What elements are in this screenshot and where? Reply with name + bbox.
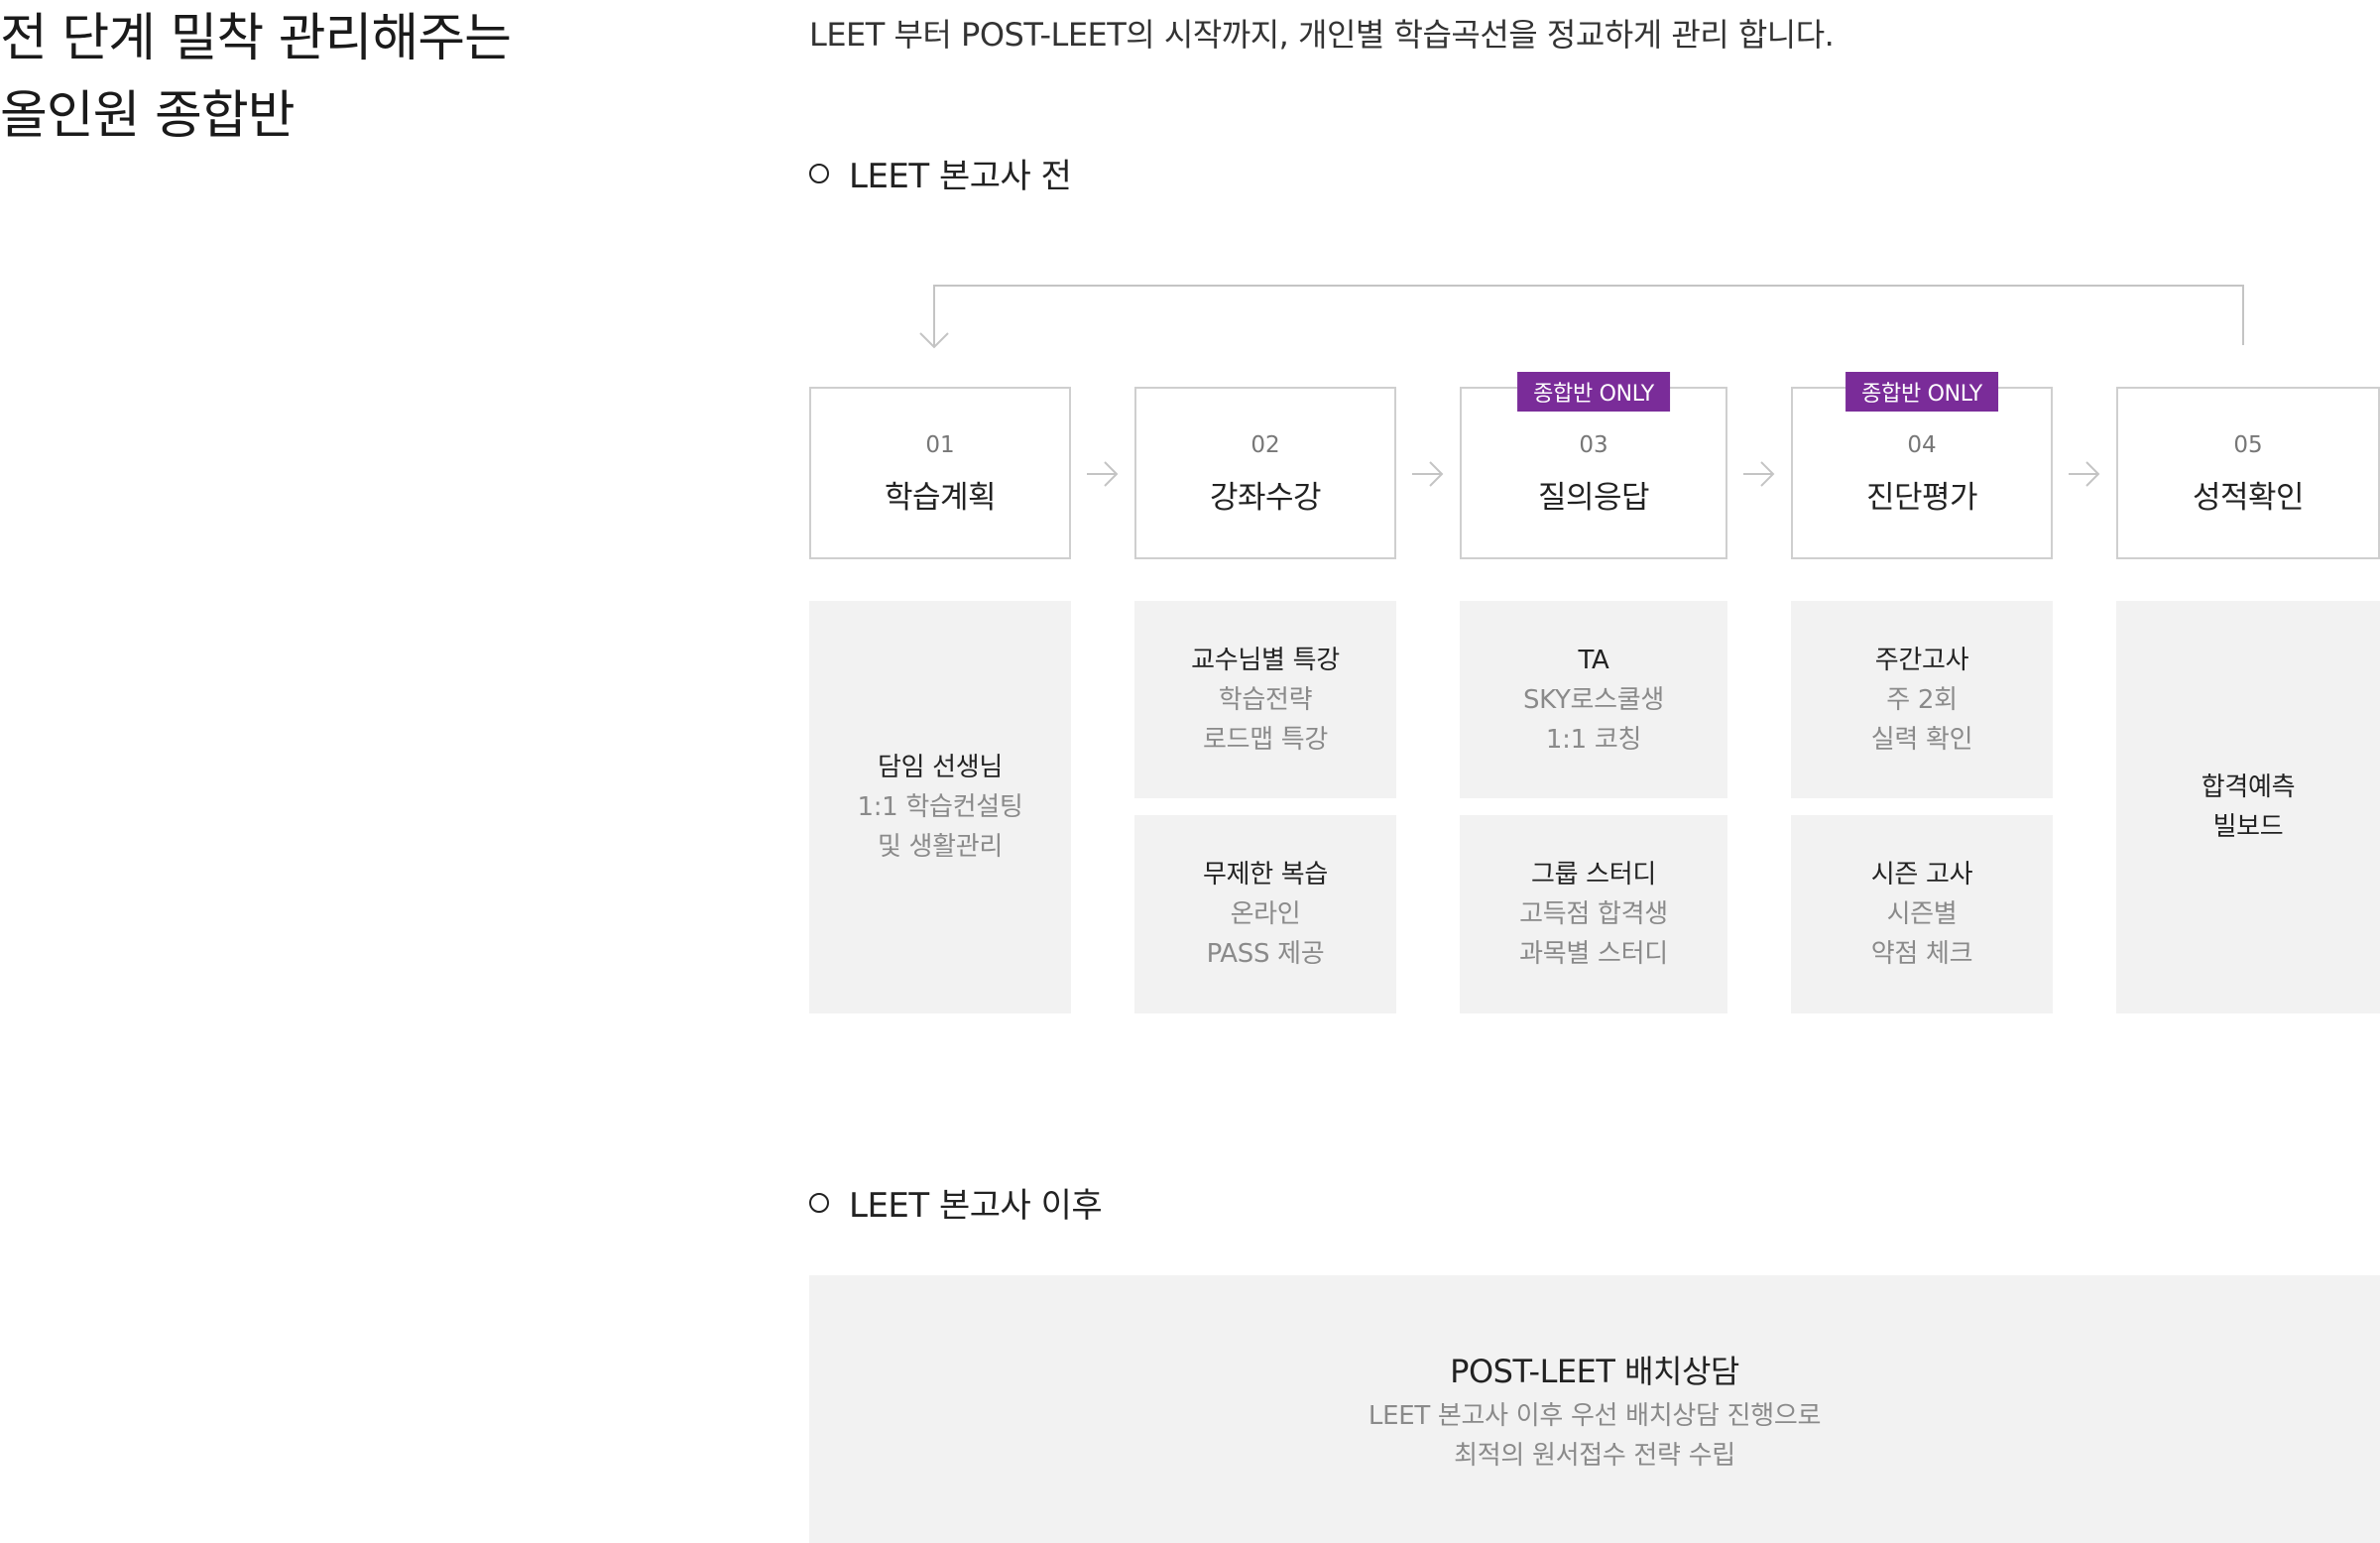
post-leet-desc: LEET 본고사 이후 우선 배치상담 진행으로 최적의 원서접수 전략 수립 bbox=[809, 1396, 2380, 1476]
arrow-right-icon bbox=[1743, 461, 1775, 487]
detail-desc: 1:1 학습컨설팅 bbox=[857, 792, 1023, 822]
detail-desc: PASS 제공 bbox=[1206, 939, 1325, 969]
step-name: 진단평가 bbox=[1865, 480, 1978, 516]
step-name: 성적확인 bbox=[2192, 480, 2305, 516]
detail-title: 무제한 복습 bbox=[1202, 860, 1329, 890]
step-name: 강좌수강 bbox=[1209, 480, 1322, 516]
post-leet-desc-line-1: LEET 본고사 이후 우선 배치상담 진행으로 bbox=[1368, 1401, 1822, 1431]
detail-box-ta: TA SKY로스쿨생 1:1 코칭 bbox=[1460, 601, 1727, 798]
detail-title: 합격예측 bbox=[2201, 772, 2296, 802]
step-number: 02 bbox=[1250, 432, 1280, 458]
detail-box-homeroom: 담임 선생님 1:1 학습컨설팅 및 생활관리 bbox=[809, 601, 1071, 1013]
detail-desc: 온라인 bbox=[1230, 899, 1301, 929]
step-name: 질의응답 bbox=[1537, 480, 1650, 516]
detail-box-season-exam: 시즌 고사 시즌별 약점 체크 bbox=[1791, 815, 2053, 1013]
step-box-03: 종합반 ONLY 03 질의응답 bbox=[1460, 372, 1727, 559]
post-leet-title: POST-LEET 배치상담 bbox=[1450, 1353, 1739, 1390]
arrow-right-icon bbox=[1412, 461, 1444, 487]
detail-title: 시즌 고사 bbox=[1870, 860, 1973, 890]
step-name: 학습계획 bbox=[884, 480, 997, 516]
intro-text: LEET 부터 POST-LEET의 시작까지, 개인별 학습곡선을 정교하게 … bbox=[809, 16, 1835, 54]
detail-box-billboard: 합격예측 빌보드 bbox=[2116, 601, 2380, 1013]
section-after-title: LEET 본고사 이후 bbox=[809, 1178, 1103, 1227]
section-before-label: LEET 본고사 전 bbox=[849, 157, 1072, 196]
page-heading: 전 단계 밀착 관리해주는 올인원 종합반 bbox=[0, 0, 512, 155]
step-box-01: 01 학습계획 bbox=[809, 387, 1071, 559]
exclusive-badge: 종합반 ONLY bbox=[1845, 372, 1998, 412]
detail-box-unlimited-review: 무제한 복습 온라인 PASS 제공 bbox=[1134, 815, 1396, 1013]
arrow-right-icon bbox=[1087, 461, 1119, 487]
section-after-label: LEET 본고사 이후 bbox=[849, 1186, 1103, 1226]
post-leet-desc-line-2: 최적의 원서접수 전략 수립 bbox=[1454, 1441, 1735, 1471]
heading-line-1: 전 단계 밀착 관리해주는 bbox=[0, 9, 512, 68]
detail-box-weekly-exam: 주간고사 주 2회 실력 확인 bbox=[1791, 601, 2053, 798]
detail-title: 주간고사 bbox=[1874, 645, 1969, 675]
step-number: 04 bbox=[1907, 432, 1937, 458]
loop-back-line bbox=[933, 285, 2244, 347]
step-number: 01 bbox=[925, 432, 955, 458]
detail-box-group-study: 그룹 스터디 고득점 합격생 과목별 스터디 bbox=[1460, 815, 1727, 1013]
section-before-title: LEET 본고사 전 bbox=[809, 149, 1072, 197]
step-box-05: 05 성적확인 bbox=[2116, 387, 2380, 559]
detail-desc: 시즌별 bbox=[1886, 899, 1958, 929]
circle-bullet-icon bbox=[809, 1192, 829, 1213]
detail-title-line-2: 빌보드 bbox=[2212, 812, 2284, 842]
step-box-02: 02 강좌수강 bbox=[1134, 387, 1396, 559]
detail-desc: 고득점 합격생 bbox=[1519, 899, 1668, 929]
detail-desc: SKY로스쿨생 bbox=[1522, 684, 1665, 715]
detail-desc: 과목별 스터디 bbox=[1519, 939, 1668, 969]
detail-desc: 약점 체크 bbox=[1870, 939, 1973, 969]
exclusive-badge: 종합반 ONLY bbox=[1517, 372, 1670, 412]
detail-desc: 주 2회 bbox=[1886, 684, 1958, 715]
detail-box-special-lecture: 교수님별 특강 학습전략 로드맵 특강 bbox=[1134, 601, 1396, 798]
step-box-04: 종합반 ONLY 04 진단평가 bbox=[1791, 372, 2053, 559]
circle-bullet-icon bbox=[809, 163, 829, 183]
post-leet-box: POST-LEET 배치상담 LEET 본고사 이후 우선 배치상담 진행으로 … bbox=[809, 1275, 2380, 1543]
detail-title: 교수님별 특강 bbox=[1191, 645, 1340, 675]
detail-desc: 학습전략 bbox=[1218, 684, 1313, 715]
arrow-down-icon bbox=[919, 332, 949, 349]
step-number: 05 bbox=[2233, 432, 2263, 458]
detail-title: 그룹 스터디 bbox=[1530, 860, 1657, 890]
step-number: 03 bbox=[1579, 432, 1608, 458]
detail-desc: 로드맵 특강 bbox=[1202, 724, 1329, 755]
detail-desc: 및 생활관리 bbox=[877, 832, 1004, 862]
detail-desc: 실력 확인 bbox=[1870, 724, 1973, 755]
detail-title: TA bbox=[1578, 645, 1609, 675]
detail-desc: 1:1 코칭 bbox=[1545, 724, 1642, 755]
heading-line-2: 올인원 종합반 bbox=[0, 86, 296, 146]
detail-title: 담임 선생님 bbox=[877, 753, 1004, 782]
arrow-right-icon bbox=[2069, 461, 2100, 487]
